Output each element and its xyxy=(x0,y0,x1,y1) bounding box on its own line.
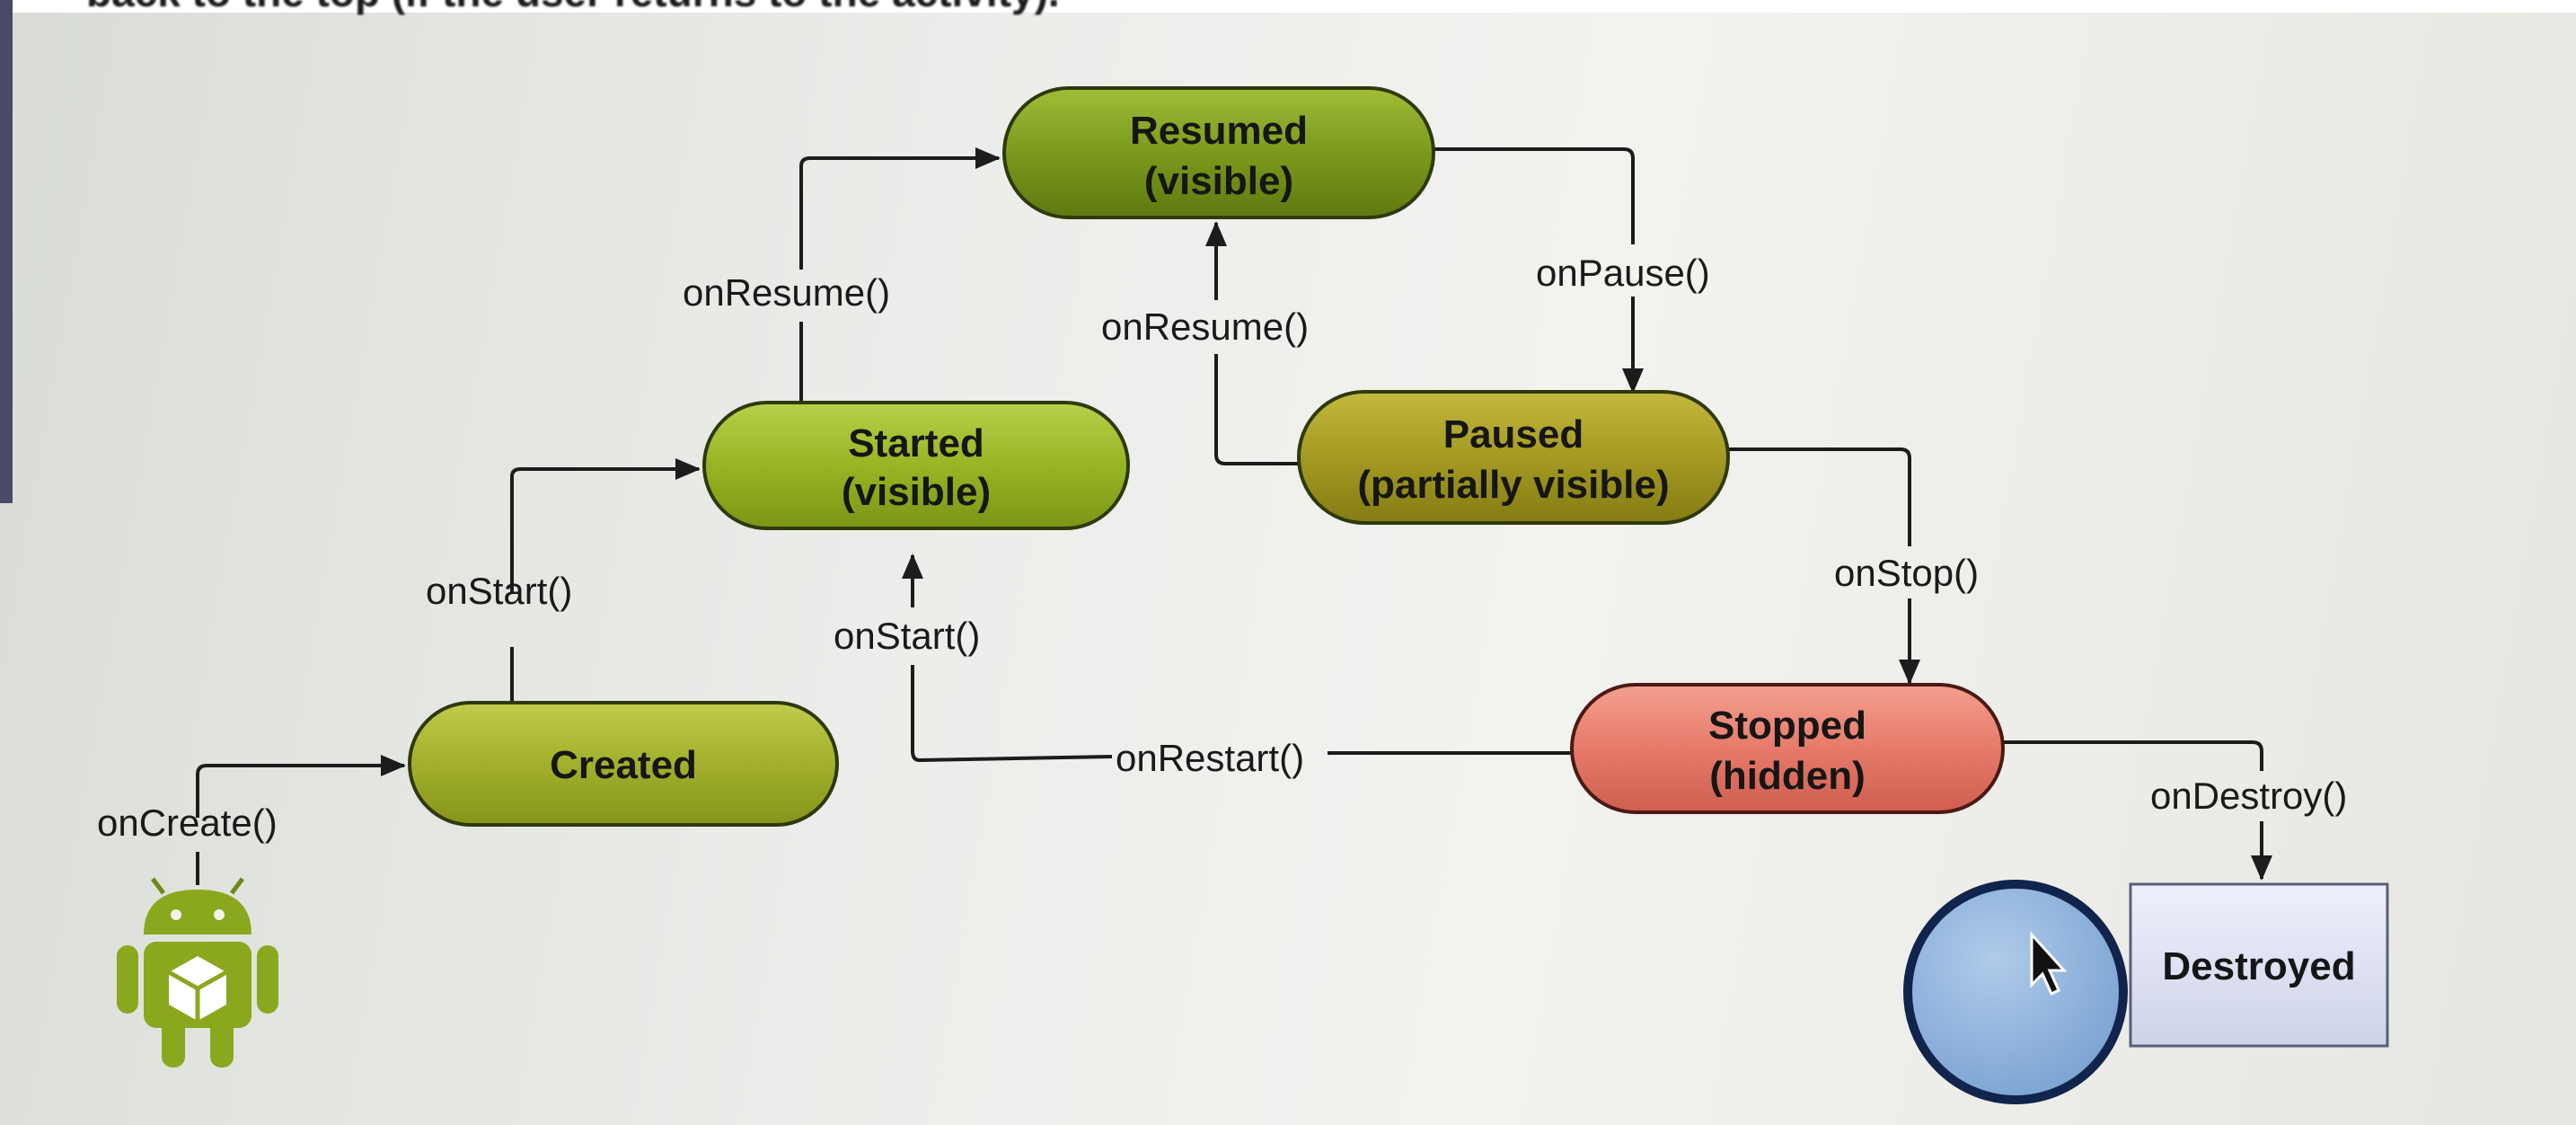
arrow-onresume-started-resumed xyxy=(799,158,999,406)
label-onrestart: onRestart() xyxy=(1116,737,1304,779)
top-strip xyxy=(0,0,2576,13)
label-onpause: onPause() xyxy=(1536,252,1710,294)
state-started-line1: Started xyxy=(848,421,984,465)
state-paused-line1: Paused xyxy=(1443,412,1584,456)
state-resumed-line2: (visible) xyxy=(1144,159,1293,203)
state-started-line2: (visible) xyxy=(842,470,991,514)
arrow-oncreate xyxy=(196,766,404,885)
arrow-onrestart-stopped-started xyxy=(913,555,1572,763)
header-text: back to the top (if the user returns to … xyxy=(86,0,1060,16)
connectors xyxy=(196,147,2262,885)
state-destroyed: Destroyed xyxy=(2129,882,2389,1048)
state-destroyed-line1: Destroyed xyxy=(2162,944,2355,988)
arrow-onstart-created-started xyxy=(510,469,699,703)
label-onstop: onStop() xyxy=(1834,552,1979,594)
touch-indicator xyxy=(1903,880,2128,1104)
state-resumed-line1: Resumed xyxy=(1130,109,1308,153)
state-paused-line2: (partially visible) xyxy=(1357,463,1669,507)
state-created: Created xyxy=(408,701,839,827)
state-created-line1: Created xyxy=(550,743,697,787)
label-ondestroy: onDestroy() xyxy=(2150,775,2347,817)
state-paused: Paused (partially visible) xyxy=(1297,390,1730,525)
left-edge-bar xyxy=(0,0,13,503)
arrow-onstop-paused-stopped xyxy=(1728,447,1910,683)
arrow-ondestroy-stopped-destroyed xyxy=(2003,740,2262,879)
state-stopped: Stopped (hidden) xyxy=(1570,683,2005,814)
label-onstart-2: onStart() xyxy=(834,615,980,657)
state-stopped-line1: Stopped xyxy=(1708,704,1866,748)
state-started: Started (visible) xyxy=(702,401,1130,530)
label-onresume-1: onResume() xyxy=(683,271,890,314)
arrow-onpause-resumed-paused xyxy=(1434,147,1633,392)
label-oncreate: onCreate() xyxy=(97,802,278,844)
label-onstart-1: onStart() xyxy=(426,570,572,612)
state-resumed: Resumed (visible) xyxy=(1002,86,1435,219)
callback-labels: onCreate() onStart() onResume() onResume… xyxy=(97,252,2347,844)
state-stopped-line2: (hidden) xyxy=(1709,754,1866,798)
label-onresume-2: onResume() xyxy=(1101,306,1309,348)
android-robot-icon xyxy=(117,877,278,1067)
mouse-cursor-icon xyxy=(2030,931,2068,997)
arrow-onresume-paused-resumed xyxy=(1216,223,1299,465)
